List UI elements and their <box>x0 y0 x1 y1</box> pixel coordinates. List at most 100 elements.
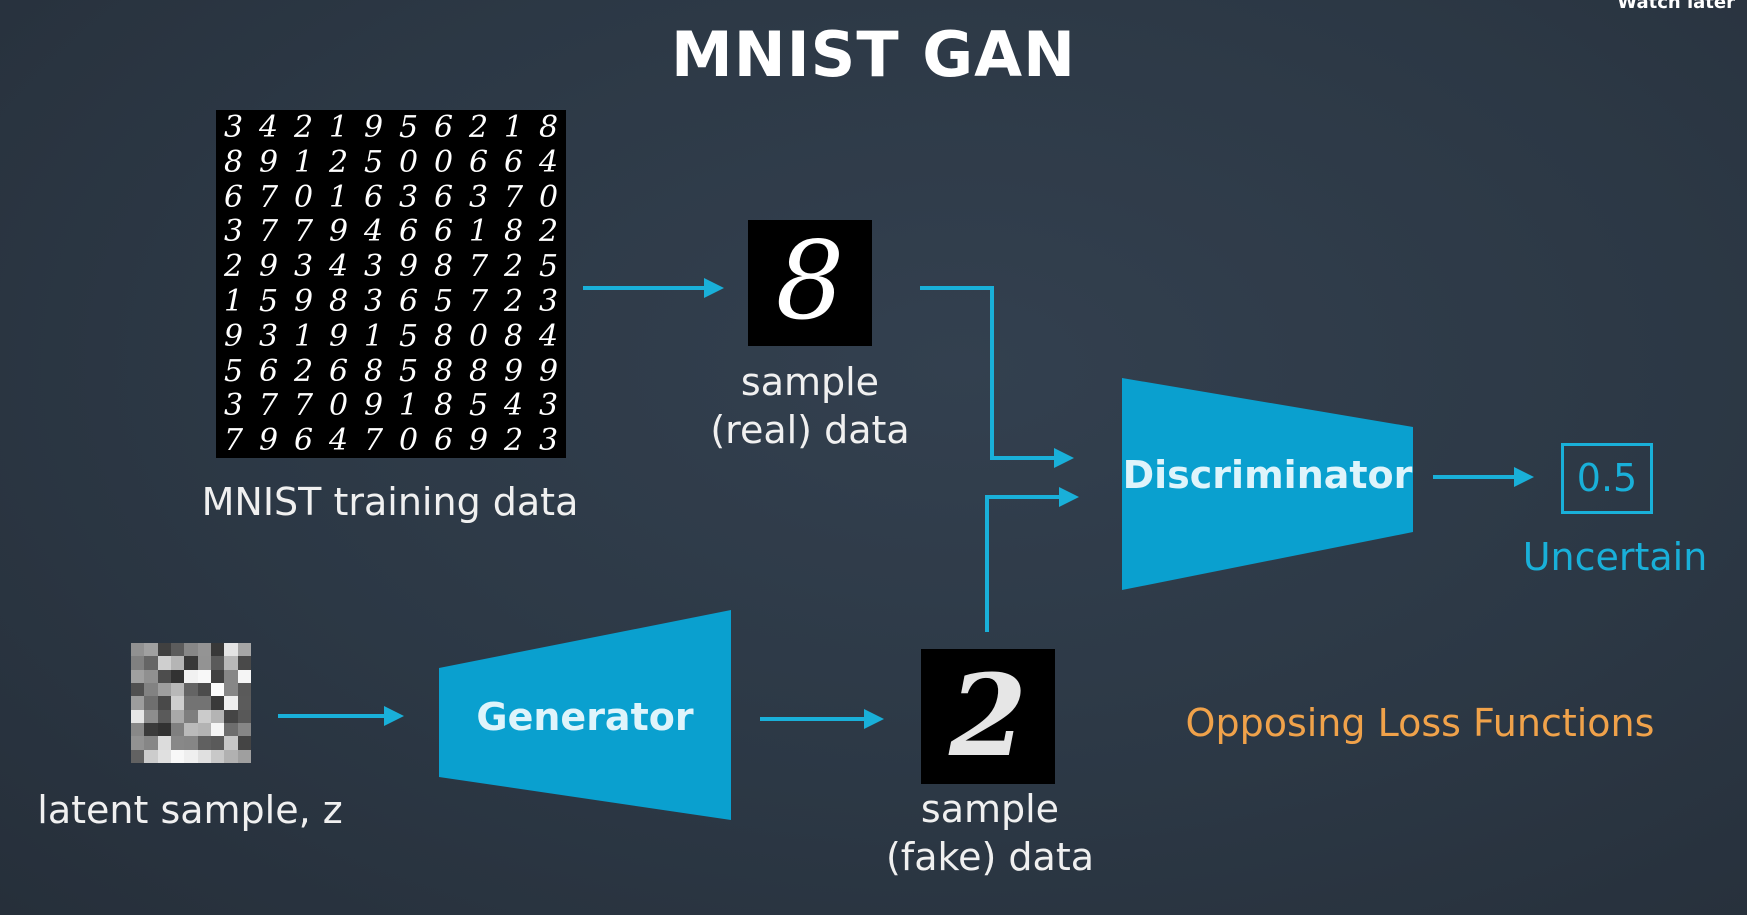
mnist-digit: 3 <box>538 284 559 319</box>
fake-sample-image: 2 <box>921 649 1055 784</box>
mnist-digit: 5 <box>433 284 454 319</box>
mnist-digit: 0 <box>538 179 559 215</box>
noise-pixel <box>144 643 159 657</box>
latent-sample-label: latent sample, z <box>37 788 343 832</box>
mnist-digit: 1 <box>468 214 489 250</box>
mnist-digit: 1 <box>328 110 349 145</box>
mnist-digit: 6 <box>223 179 244 215</box>
noise-pixel <box>237 709 252 724</box>
real-sample-line2: (real) data <box>710 408 910 452</box>
discriminator-label: Discriminator <box>1122 453 1413 497</box>
mnist-digit: 9 <box>258 423 279 459</box>
mnist-digit: 7 <box>258 214 279 250</box>
mnist-digit: 2 <box>538 214 559 250</box>
mnist-digit: 7 <box>258 179 279 215</box>
noise-pixel <box>144 749 159 764</box>
mnist-digit: 8 <box>223 144 244 180</box>
mnist-digit: 6 <box>468 144 489 180</box>
mnist-digit: 6 <box>433 179 454 215</box>
mnist-digit: 0 <box>328 388 349 424</box>
noise-pixel <box>171 643 185 657</box>
mnist-digit: 9 <box>223 318 244 354</box>
mnist-digit: 9 <box>328 214 349 250</box>
noise-pixel <box>157 683 172 697</box>
real-sample-line1: sample <box>740 360 880 404</box>
noise-pixel <box>197 749 212 764</box>
mnist-digit: 9 <box>398 249 419 285</box>
real-sample-image: 8 <box>748 220 872 346</box>
mnist-digit: 3 <box>468 179 489 215</box>
generator-label: Generator <box>476 695 694 739</box>
mnist-digit: 4 <box>328 249 349 285</box>
noise-pixel <box>184 643 199 657</box>
mnist-digit: 1 <box>223 284 244 319</box>
mnist-digit: 4 <box>328 423 349 459</box>
mnist-digit: 8 <box>538 110 559 145</box>
mnist-digit: 3 <box>538 423 559 459</box>
noise-pixel <box>224 696 239 711</box>
mnist-digit: 6 <box>398 284 419 319</box>
mnist-digit: 0 <box>398 144 419 180</box>
mnist-digit: 3 <box>538 388 559 424</box>
noise-pixel <box>224 669 239 684</box>
mnist-digit: 0 <box>433 144 454 180</box>
mnist-digit: 5 <box>398 318 419 354</box>
mnist-digit: 9 <box>363 110 384 145</box>
noise-pixel <box>211 643 225 657</box>
mnist-digit: 1 <box>503 110 524 145</box>
mnist-digit: 6 <box>503 144 524 180</box>
noise-pixel <box>144 696 159 711</box>
mnist-digit: 5 <box>538 249 559 285</box>
mnist-digit: 6 <box>433 110 454 145</box>
mnist-digit: 7 <box>223 423 244 459</box>
mnist-digit: 3 <box>258 318 279 354</box>
mnist-digit: 8 <box>363 353 384 389</box>
mnist-digit: 2 <box>503 284 524 319</box>
noise-pixel <box>237 696 252 711</box>
mnist-digit: 2 <box>328 144 349 180</box>
noise-pixel <box>157 749 172 764</box>
output-caption: Uncertain <box>1522 535 1708 579</box>
mnist-digit: 3 <box>223 214 244 250</box>
noise-pixel <box>211 723 225 737</box>
noise-pixel <box>131 749 145 764</box>
mnist-digit: 5 <box>223 353 244 389</box>
mnist-digit: 4 <box>538 144 559 180</box>
noise-pixel <box>171 736 185 751</box>
mnist-digit: 4 <box>258 110 279 145</box>
noise-pixel <box>144 723 159 737</box>
mnist-digit: 9 <box>538 353 559 389</box>
noise-pixel <box>237 656 252 671</box>
mnist-digit: 8 <box>433 318 454 354</box>
mnist-digit: 3 <box>293 249 314 285</box>
watch-later-label[interactable]: Watch later <box>1617 0 1735 13</box>
noise-pixel <box>171 749 185 764</box>
mnist-digit: 6 <box>433 423 454 459</box>
mnist-digit: 4 <box>538 318 559 354</box>
noise-pixel <box>224 709 239 724</box>
noise-pixel <box>237 723 252 737</box>
noise-pixel <box>211 696 225 711</box>
noise-pixel <box>144 669 159 684</box>
noise-pixel <box>197 736 212 751</box>
mnist-digit: 2 <box>503 249 524 285</box>
mnist-digit: 8 <box>433 388 454 424</box>
mnist-digit: 1 <box>398 388 419 424</box>
mnist-digit: 6 <box>433 214 454 250</box>
real-sample-digit: 8 <box>775 219 845 344</box>
noise-pixel <box>224 683 239 697</box>
mnist-digit: 8 <box>468 353 489 389</box>
noise-pixel <box>237 749 252 764</box>
mnist-digit: 9 <box>468 423 489 459</box>
mnist-digit: 8 <box>433 353 454 389</box>
mnist-digit: 9 <box>258 144 279 180</box>
mnist-digit: 5 <box>398 110 419 145</box>
noise-pixel <box>211 709 225 724</box>
mnist-digit: 3 <box>363 249 384 285</box>
mnist-digit: 0 <box>468 318 489 354</box>
noise-pixel <box>144 709 159 724</box>
mnist-digit: 9 <box>258 249 279 285</box>
mnist-digit: 4 <box>503 388 524 424</box>
noise-pixel <box>184 683 199 697</box>
